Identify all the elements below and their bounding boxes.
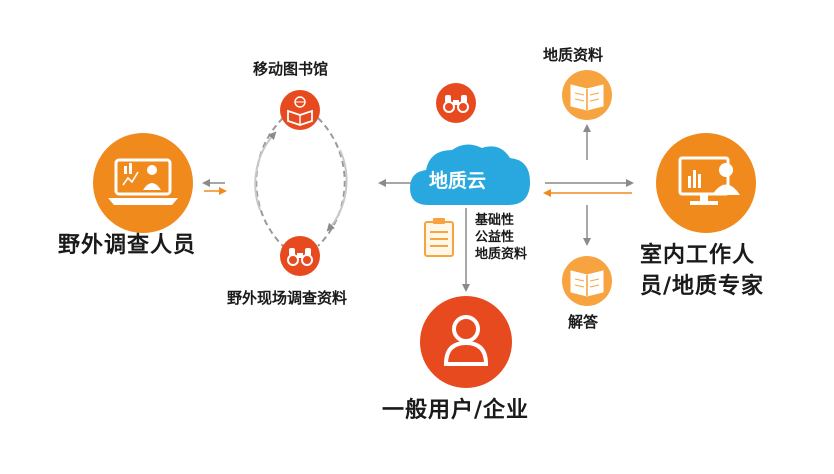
field-data-node: [280, 236, 320, 276]
cloud-binoculars-node: [436, 83, 476, 123]
cloud-note-line: 公益性: [475, 230, 515, 245]
office-expert-label-line1: 室内工作人: [640, 243, 756, 268]
user-icon: [443, 315, 489, 366]
binoculars-icon: [443, 95, 469, 113]
book-globe-icon: [287, 96, 313, 126]
open-book-icon: [570, 270, 604, 297]
flow-arrows: [202, 124, 634, 292]
office-expert-label-line2: 员/地质专家: [640, 274, 765, 299]
geo-cloud-node: [410, 144, 530, 205]
mobile-library-node: [280, 90, 320, 130]
document-icon: [424, 218, 454, 257]
cloud-note-line: 地质资料: [475, 247, 528, 262]
mobile-library-circle: [280, 90, 320, 130]
general-user-node: [420, 296, 512, 388]
field-data-label: 野外现场调查资料: [227, 289, 348, 307]
open-book-icon: [570, 84, 604, 111]
answer-node: [562, 256, 612, 306]
monitor-user-icon: [678, 156, 740, 205]
answer-label: 解答: [568, 313, 599, 331]
cloud-shape: [410, 144, 530, 205]
geo-data-node: [562, 70, 612, 120]
cloud-note-list: 基础性 公益性 地质资料: [475, 212, 527, 263]
office-expert-node: [656, 133, 756, 233]
mobile-library-label: 移动图书馆: [253, 60, 329, 78]
general-user-label: 一般用户/企业: [382, 398, 530, 423]
cycle-ring: [254, 117, 348, 247]
binoculars-icon: [287, 248, 313, 266]
field-surveyor-node: [93, 133, 193, 233]
field-surveyor-circle: [93, 133, 193, 233]
geo-data-label: 地质资料: [543, 46, 604, 64]
field-surveyor-label: 野外调查人员: [58, 233, 197, 258]
cloud-note-line: 基础性: [475, 213, 515, 228]
laptop-user-icon: [108, 158, 178, 205]
geo-cloud-label: 地质云: [429, 170, 487, 192]
office-expert-circle: [656, 133, 756, 233]
